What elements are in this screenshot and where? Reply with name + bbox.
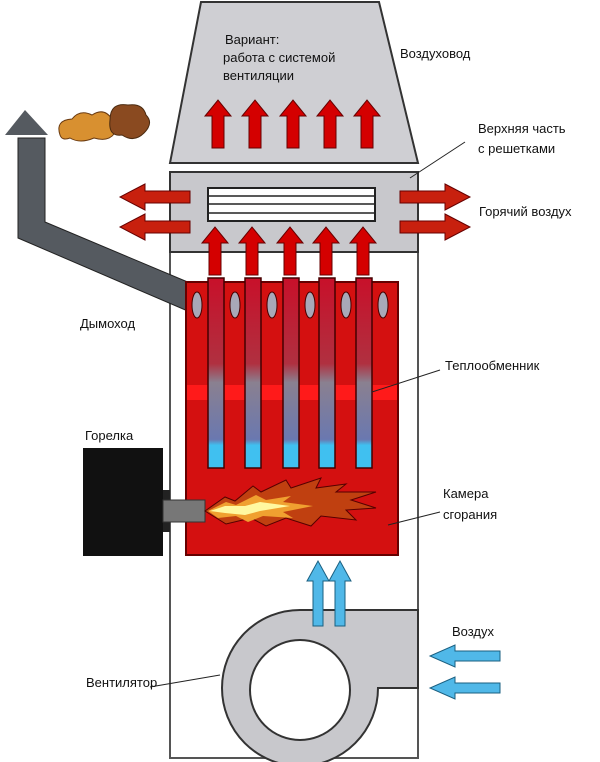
exchanger-tubes [207, 277, 373, 469]
flame [204, 477, 377, 527]
label-upper-part-1: Верхняя часть [478, 121, 566, 136]
label-burner: Горелка [85, 428, 134, 443]
label-fan: Вентилятор [86, 675, 157, 690]
label-air: Воздух [452, 624, 495, 639]
grille [207, 187, 376, 222]
label-heat-exchanger: Теплообменник [445, 358, 540, 373]
label-upper-part-2: с решетками [478, 141, 555, 156]
burner [83, 448, 163, 556]
air-duct [168, 0, 420, 164]
label-chimney: Дымоход [80, 316, 135, 331]
label-duct: Воздуховод [400, 46, 471, 61]
chimney [5, 104, 191, 313]
fan [221, 609, 419, 762]
flue-openings [191, 291, 389, 319]
label-hot-air: Горячий воздух [479, 204, 572, 219]
label-variant-3: вентиляции [223, 68, 294, 83]
label-variant-1: Вариант: [225, 32, 279, 47]
leader-lines [149, 141, 466, 688]
burner-nozzle [162, 499, 206, 523]
label-chamber-2: сгорания [443, 507, 497, 522]
incoming-air-arrows [429, 644, 501, 700]
smoke [58, 104, 150, 142]
label-variant-2: работа с системой [223, 50, 335, 65]
label-chamber-1: Камера [443, 486, 489, 501]
chimney-cap [5, 110, 48, 135]
